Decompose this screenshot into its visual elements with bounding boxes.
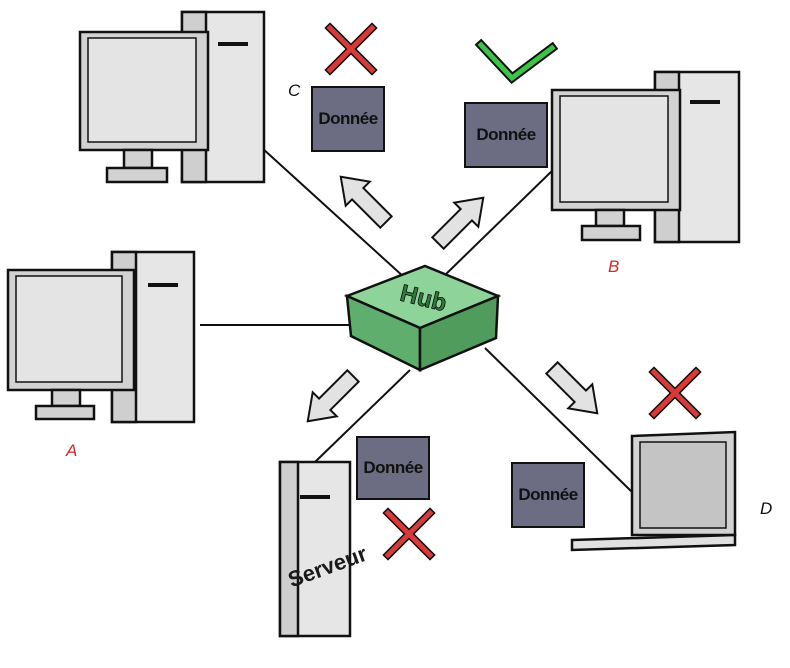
cable-hub-d xyxy=(484,347,633,493)
arrow-icon xyxy=(306,368,361,423)
cable-hub-c xyxy=(261,147,406,279)
packet-label: Donnée xyxy=(518,485,577,504)
cable-hub-b xyxy=(444,167,556,276)
hub: Hub xyxy=(343,264,502,373)
marks xyxy=(324,22,702,561)
packet-d: Donnée xyxy=(511,462,585,528)
packet-server: Donnée xyxy=(356,436,430,500)
label-d: D xyxy=(760,499,772,518)
computer-c xyxy=(78,10,266,184)
arrows xyxy=(306,175,599,423)
laptop-d xyxy=(570,430,737,552)
packet-c: Donnée xyxy=(311,86,385,152)
packet-label: Donnée xyxy=(476,125,535,144)
computer-a xyxy=(6,250,196,424)
packets: Donnée Donnée Donnée Donnée xyxy=(311,86,585,528)
arrow-icon xyxy=(544,360,599,415)
cross-icon xyxy=(326,24,376,74)
arrow-icon xyxy=(430,196,485,251)
cable-hub-server xyxy=(314,369,411,463)
arrow-icon xyxy=(339,175,394,230)
cables xyxy=(200,147,633,493)
computer-b xyxy=(550,70,741,244)
server xyxy=(278,460,352,638)
label-a: A xyxy=(65,441,77,460)
packet-label: Donnée xyxy=(318,109,377,128)
label-b: B xyxy=(608,257,619,276)
label-c: C xyxy=(288,81,301,100)
packet-b: Donnée xyxy=(464,102,548,168)
packet-label: Donnée xyxy=(363,458,422,477)
